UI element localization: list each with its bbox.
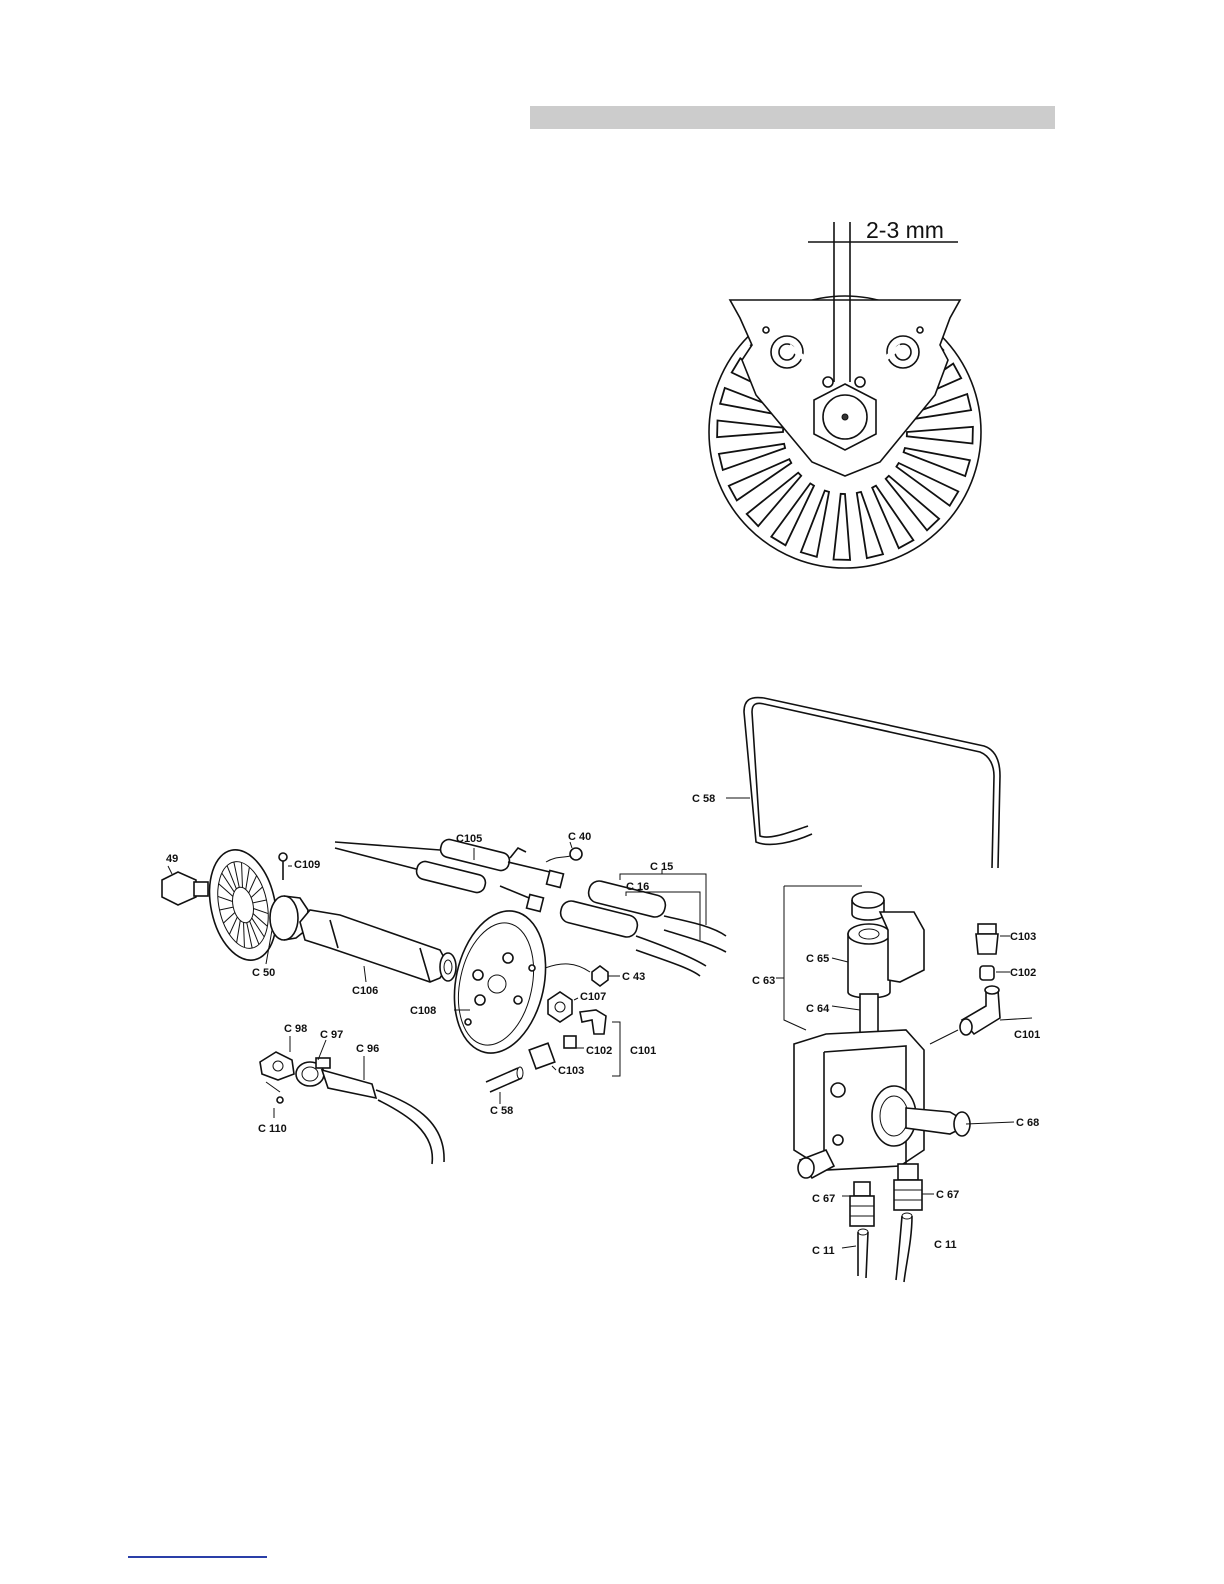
label-c67-right: C 67 xyxy=(936,1189,959,1201)
label-c11-left: C 11 xyxy=(812,1245,835,1257)
label-c65: C 65 xyxy=(806,953,829,965)
label-c68: C 68 xyxy=(1016,1117,1039,1129)
gap-dimension-label: 2-3 mm xyxy=(866,217,944,243)
label-c102-pump: C102 xyxy=(1010,967,1036,979)
label-c101-burner: C101 xyxy=(630,1045,656,1057)
diffuser-vane xyxy=(907,427,973,444)
label-c40: C 40 xyxy=(568,831,591,843)
label-c103-burner: C103 xyxy=(558,1065,584,1077)
label-c103-pump: C103 xyxy=(1010,931,1036,943)
label-c50: C 50 xyxy=(252,967,275,979)
label-c97: C 97 xyxy=(320,1029,343,1041)
label-c106: C106 xyxy=(352,985,378,997)
diffuser-vane xyxy=(834,494,851,560)
diffuser-vane xyxy=(717,421,783,438)
label-c58-burner: C 58 xyxy=(490,1105,513,1117)
label-c109: C109 xyxy=(294,859,320,871)
label-c67-left: C 67 xyxy=(812,1193,835,1205)
label-c15: C 15 xyxy=(650,861,673,873)
label-c110: C 110 xyxy=(258,1123,287,1135)
label-c108: C108 xyxy=(410,1005,436,1017)
label-c43: C 43 xyxy=(622,971,645,983)
label-c11-right: C 11 xyxy=(934,1239,957,1251)
label-c96: C 96 xyxy=(356,1043,379,1055)
label-c63: C 63 xyxy=(752,975,775,987)
electrode-gap-detail: 2-3 mm xyxy=(709,217,981,568)
oil-pump-assembly xyxy=(744,698,1032,1282)
footer-rule xyxy=(128,1556,267,1558)
label-c58-pump: C 58 xyxy=(692,793,715,805)
label-c107: C107 xyxy=(580,991,606,1003)
label-c102-burner: C102 xyxy=(586,1045,612,1057)
label-c64: C 64 xyxy=(806,1003,830,1015)
label-c16: C 16 xyxy=(626,881,649,893)
label-c98: C 98 xyxy=(284,1023,307,1035)
label-c105: C105 xyxy=(456,833,482,845)
label-c101-pump: C101 xyxy=(1014,1029,1040,1041)
label-49: 49 xyxy=(166,853,178,865)
